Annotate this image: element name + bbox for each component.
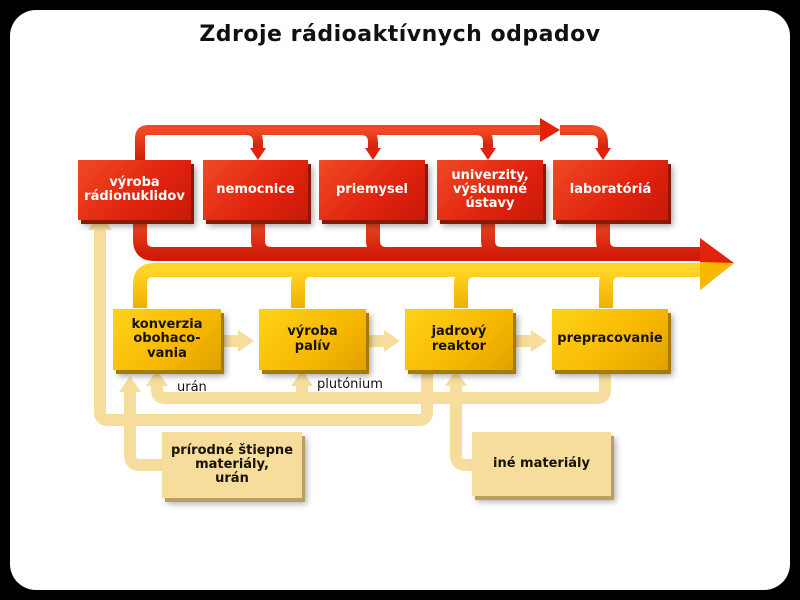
red-top-arrowhead [540,118,560,142]
red-riser-univerzity [481,220,503,261]
box-univerzity: univerzity, výskumné ústavy [437,160,543,220]
red-waste-flow [133,220,734,290]
box-vyroba-paliv: výroba palív [259,309,366,370]
box-prirodne-materialy: prírodné štiepne materiály, urán [162,432,302,498]
box-ine-materialy: iné materiály [472,432,611,496]
arrowhead-prirodne [119,376,141,392]
diagram-title: Zdroje rádioaktívnych odpadov [199,22,601,47]
yellow-main-line [133,263,700,308]
yellow-riser-reaktor [454,263,476,308]
red-riser-laboratoria [596,220,618,261]
arrowhead-ine [445,370,467,386]
box-vyroba-radionuklidov: výroba rádionuklidov [78,160,191,220]
arrowhead-univerzity [480,148,496,160]
yellow-riser-paliv [291,263,313,308]
red-riser-priemysel [366,220,388,261]
loop-reactor-to-radionuclides [94,225,433,426]
yellow-riser-prepracovanie [599,263,621,308]
arrowhead-nemocnice [250,148,266,160]
red-top-branch-nemocnice [244,125,263,150]
cream-flows [94,225,611,471]
box-priemysel: priemysel [319,160,425,220]
red-top-flow [135,125,608,160]
feed-prirodne [124,390,162,471]
red-main-line [133,220,705,261]
arrowhead-radionuclides [88,212,112,230]
red-riser-nemocnice [251,220,273,261]
red-top-branch-univerzity [474,125,493,150]
arrowhead-priemysel [365,148,381,160]
red-top-arrowheads [250,118,611,160]
arrowhead-laboratoria [595,148,611,160]
yellow-waste-flow [133,263,700,308]
feed-ine [450,382,472,471]
cream-arrowheads [88,212,547,392]
red-top-branch-priemysel [359,125,378,150]
label-plutonium: plutónium [317,377,383,392]
label-uran: urán [177,380,207,395]
arrowhead-uran [146,370,168,386]
red-top-branch-laboratoria [560,125,608,150]
box-prepracovanie: prepracovanie [552,309,668,370]
arrowhead-reaktor-prepracovanie [531,330,547,352]
arrowhead-plutonium [291,370,313,386]
box-jadrovy-reaktor: jadrový reaktor [405,309,513,370]
big-arrowhead-yellow [700,262,734,290]
box-konverzia: konverzia obohaco- vania [113,309,221,370]
box-nemocnice: nemocnice [203,160,308,220]
loop-uran [151,372,611,404]
arrowhead-konverzia-paliv [238,330,254,352]
red-top-line [135,125,545,160]
arrowhead-paliv-reaktor [384,330,400,352]
box-laboratoria: laboratóriá [553,160,668,220]
